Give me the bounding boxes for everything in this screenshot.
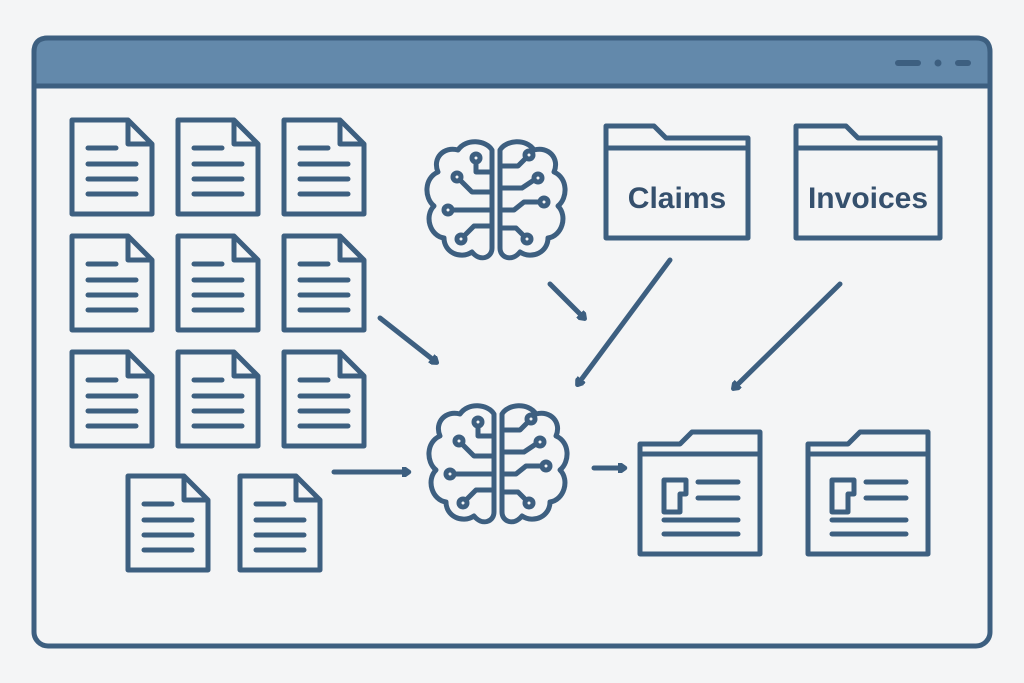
document-icon xyxy=(128,476,208,570)
folder-icon xyxy=(793,123,943,241)
document-icon xyxy=(284,120,364,214)
folder-document-icon xyxy=(808,432,928,554)
document-icon xyxy=(72,120,152,214)
window-controls-icon[interactable] xyxy=(895,59,971,67)
invoices-folder-label: Invoices xyxy=(808,182,928,215)
arrow-icon xyxy=(734,281,843,388)
claims-folder-label: Claims xyxy=(628,182,726,215)
document-icon xyxy=(284,352,364,446)
document-icon xyxy=(284,236,364,330)
folder-icon xyxy=(603,123,751,241)
document-icon xyxy=(240,476,320,570)
arrow-icon xyxy=(377,315,436,362)
document-icon xyxy=(178,352,258,446)
document-icon xyxy=(178,120,258,214)
flow-arrows xyxy=(331,257,843,472)
arrow-icon xyxy=(547,281,584,318)
claims-folder: Claims xyxy=(603,123,751,241)
document-icon xyxy=(178,236,258,330)
document-icon xyxy=(72,352,152,446)
arrow-icon xyxy=(578,257,673,384)
invoices-folder: Invoices xyxy=(793,123,943,241)
folder-document-icon xyxy=(640,432,760,554)
document-icon xyxy=(72,236,152,330)
window-titlebar xyxy=(31,35,993,89)
